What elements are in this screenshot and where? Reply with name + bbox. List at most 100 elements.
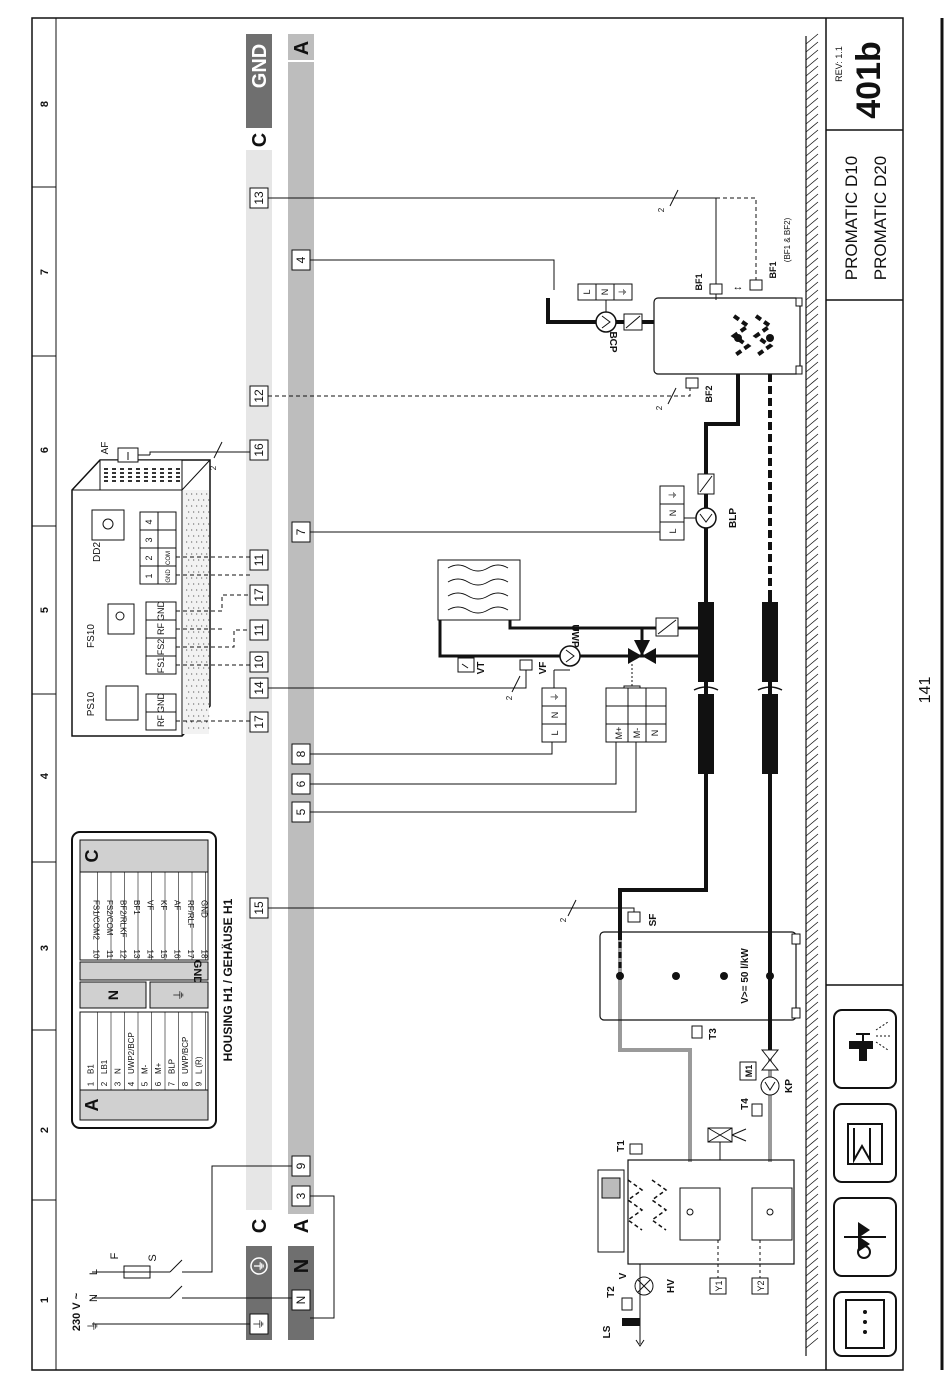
terminal-c-17b: 17: [249, 711, 269, 733]
column-number-6: 6: [39, 447, 51, 453]
t4-sensor: [751, 1103, 763, 1117]
svg-text:⏚: ⏚: [253, 1261, 266, 1272]
svg-text:L: L: [550, 730, 560, 735]
enclosure-side: [183, 490, 209, 734]
dd2-term-2: 2: [144, 555, 154, 560]
housing-a-row-num: 9: [195, 1081, 204, 1086]
control-panel-icon: [833, 1291, 897, 1357]
main-pipes: [618, 374, 783, 1162]
wire-mark-1: 2: [657, 207, 666, 212]
svg-text:M-: M-: [632, 728, 642, 739]
housing-a-row-num: 4: [127, 1081, 136, 1086]
svg-text:17: 17: [252, 715, 266, 729]
bf2-label: BF2: [704, 385, 714, 402]
housing-c-row-num: 10: [92, 950, 101, 959]
svg-text:L: L: [668, 528, 678, 533]
ps10-term-rf: RF: [156, 715, 166, 727]
column-ruler: [32, 186, 56, 1201]
bf1-alt-label: BF1: [768, 261, 778, 278]
dd2-label: DD2: [92, 542, 103, 562]
fs10-term-fs2: FS2: [156, 639, 166, 656]
column-number-8: 8: [39, 101, 51, 107]
wire-mark-3: 2: [209, 465, 218, 470]
heating-circuit: UWP VT VF M1: [437, 559, 706, 709]
terminal-c-15: 15: [249, 897, 269, 919]
svg-text:9: 9: [294, 1162, 308, 1169]
svg-text:10: 10: [252, 655, 266, 669]
svg-text:4: 4: [294, 256, 308, 263]
tank-volume: V>= 50 l/kW: [740, 948, 751, 1004]
af-connector-strip: [99, 459, 183, 491]
svg-text:12: 12: [252, 389, 266, 403]
plug-blocks: L N ⏚ L N ⏚ L N ⏚ M+ M- N: [541, 283, 685, 743]
sf-sensor: [627, 911, 641, 923]
pe-rail-symbol: ⏚: [250, 1257, 268, 1275]
housing-n-header: N: [105, 990, 121, 1000]
housing-c-row-label: KF: [159, 900, 168, 910]
svg-text:13: 13: [252, 191, 266, 205]
housing-a-row-num: 8: [181, 1081, 190, 1086]
uwp-label: UWP: [569, 624, 580, 648]
dd2-term-4: 4: [144, 519, 154, 524]
svg-text:5: 5: [294, 808, 308, 815]
terminal-c-12: 12: [249, 385, 269, 407]
housing-a-row: 6M+: [154, 1012, 166, 1090]
switch-label: S: [147, 1254, 159, 1261]
housing-a-row: 1B1: [87, 1012, 98, 1090]
page-number: 141: [917, 677, 934, 704]
bf1-note: (BF1 & BF2): [783, 217, 792, 262]
t4-label: T4: [740, 1098, 751, 1110]
housing-c-row-label: BF2/RLKF: [119, 900, 128, 937]
wire-mark-5: 2: [559, 917, 568, 922]
fs10-term-rf: RF: [156, 623, 166, 635]
pump-valve-icon: [833, 1197, 897, 1277]
ground-hatch: [805, 33, 819, 1356]
svg-text:15: 15: [252, 901, 266, 915]
storage-tank: V>= 50 l/kW SF T3: [599, 911, 801, 1040]
uwp-plug: L N ⏚: [541, 669, 570, 743]
housing-a-row-num: 5: [141, 1081, 150, 1086]
terminal-n: N: [291, 1289, 311, 1311]
wire-count-marks: 2 2 2 2 2: [209, 189, 679, 922]
svg-text:M+: M+: [614, 727, 624, 740]
rail-c-label-top: C: [249, 133, 271, 147]
bcp-label: BCP: [607, 331, 618, 352]
svg-text:⏚: ⏚: [252, 1318, 266, 1330]
vt-thermostat: [457, 657, 475, 673]
housing-a-row: 9L (R): [195, 1012, 206, 1090]
housing-c-row-label: VF: [146, 900, 155, 910]
mixer-valve: [628, 640, 656, 664]
housing-c-row-label: GND: [200, 900, 209, 918]
terminal-c-16: 16: [249, 439, 269, 461]
housing-pe-header: ⏚: [172, 989, 186, 1001]
svg-text:6: 6: [294, 780, 308, 787]
housing-a-row: 3N: [114, 1012, 125, 1090]
housing-a-row-label: BLP: [168, 1059, 177, 1074]
diagram-code: 401b: [850, 41, 888, 119]
housing-title: HOUSING H1 / GEHÄUSE H1: [220, 898, 235, 1061]
housing-c-row-label: AF: [173, 900, 182, 910]
svg-text:N: N: [650, 730, 660, 737]
housing-h1: HOUSING H1 / GEHÄUSE H1 C GND ⏚ N A 10FS…: [71, 831, 235, 1129]
svg-text:11: 11: [252, 623, 266, 636]
svg-text:14: 14: [252, 681, 266, 695]
model-name-1: PROMATIC D10: [842, 156, 861, 280]
signal-wires: [268, 197, 757, 918]
housing-c-row-num: 16: [173, 950, 182, 959]
svg-text:7: 7: [294, 528, 308, 535]
tap-icon: [833, 1009, 897, 1089]
terminal-c-10: 10: [249, 651, 269, 673]
supply-voltage: 230 V ~: [71, 1292, 83, 1331]
t1-label: T1: [616, 1140, 627, 1152]
column-number-2: 2: [39, 1127, 51, 1133]
ps10-label: PS10: [86, 691, 97, 716]
rail-a: [288, 62, 314, 1214]
column-number-4: 4: [39, 772, 51, 779]
housing-a-row-label: B1: [87, 1064, 96, 1074]
